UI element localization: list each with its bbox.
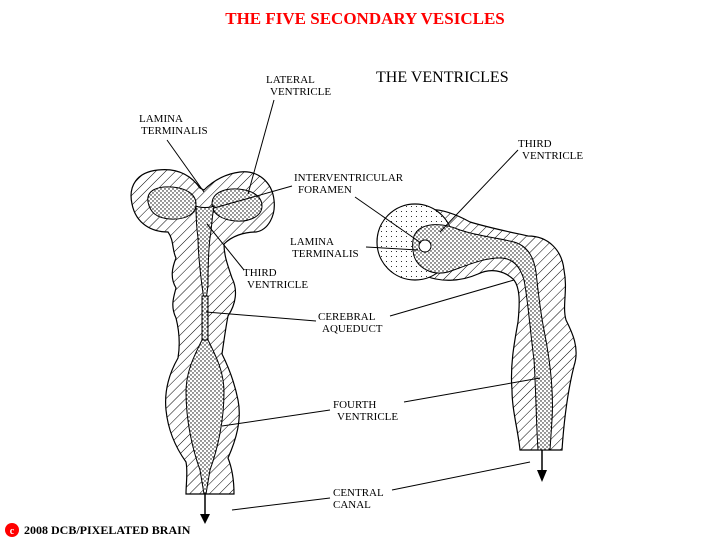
left-lateral-ventricle-cavity-a	[147, 186, 197, 220]
label-fourth-ventricle: FOURTH VENTRICLE	[333, 399, 398, 423]
dorsal-view-figure	[130, 169, 275, 524]
diagram-title: THE FIVE SECONDARY VESICLES	[225, 9, 505, 28]
leader-aqueduct-right	[389, 279, 515, 317]
leader-third-ventricle-right	[439, 149, 519, 233]
leader-central-canal-right	[391, 461, 531, 491]
left-lateral-ventricle-cavity-b	[211, 188, 263, 222]
leader-lateral-ventricle	[247, 99, 275, 195]
leader-third-ventricle-left	[206, 223, 245, 271]
copyright-notice: c 2008 DCB/PIXELATED BRAIN	[5, 523, 191, 537]
copyright-symbol-letter: c	[10, 526, 15, 537]
label-lamina-terminalis-right: LAMINA TERMINALIS	[290, 236, 359, 260]
copyright-symbol-icon	[5, 523, 19, 537]
copyright-text: 2008 DCB/PIXELATED BRAIN	[24, 523, 191, 537]
right-interventricular-foramen	[418, 239, 432, 253]
leader-fourth-ventricle-right	[403, 377, 541, 403]
label-central-canal: CENTRAL CANAL	[333, 487, 386, 511]
lateral-view-figure	[376, 203, 577, 482]
left-fourth-ventricle-cavity	[185, 339, 225, 495]
label-lateral-ventricle: LATERAL VENTRICLE	[266, 74, 331, 98]
right-central-canal-arrowhead	[537, 470, 547, 482]
left-central-canal-arrowhead	[200, 514, 210, 524]
left-third-ventricle-cavity	[195, 205, 215, 301]
label-third-ventricle-right: THIRD VENTRICLE	[518, 138, 583, 162]
leader-aqueduct-left	[205, 311, 317, 322]
label-cerebral-aqueduct: CEREBRAL AQUEDUCT	[318, 311, 383, 335]
label-interventricular-foramen: INTERVENTRICULAR FORAMEN	[294, 172, 406, 196]
leader-central-canal-left	[231, 497, 331, 511]
left-cerebral-aqueduct-cavity	[201, 295, 209, 341]
leader-fourth-ventricle-left	[221, 409, 331, 427]
leader-foramen-right	[354, 196, 422, 244]
label-third-ventricle-left: THIRD VENTRICLE	[243, 267, 308, 291]
diagram-subtitle: THE VENTRICLES	[376, 69, 509, 86]
leader-foramen-left	[213, 185, 293, 209]
leader-lamina-terminalis-right	[365, 246, 419, 251]
leader-lamina-terminalis-left	[166, 139, 205, 193]
label-lamina-terminalis-left: LAMINA TERMINALIS	[139, 113, 208, 137]
